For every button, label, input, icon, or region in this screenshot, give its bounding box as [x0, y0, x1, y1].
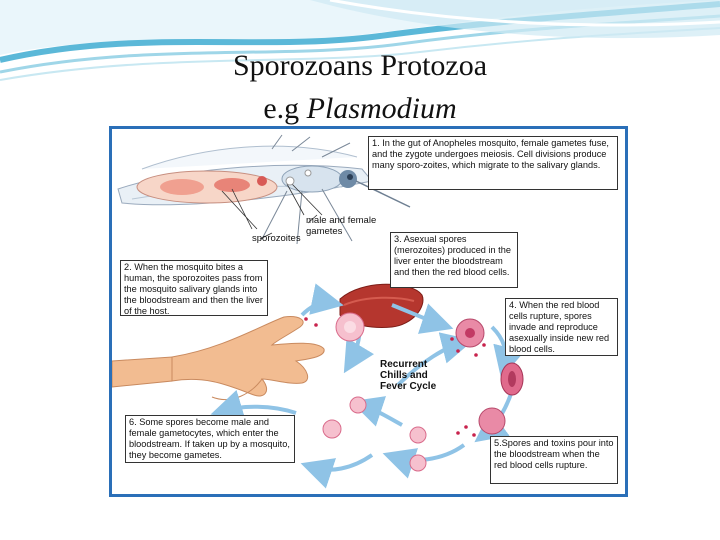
cycle-arrows: [210, 283, 525, 489]
red-blood-cells: [304, 312, 524, 472]
title-genus: Plasmodium: [306, 92, 457, 125]
step-3-note: 3. Asexual spores (merozoites) produced …: [390, 232, 518, 288]
mosquito-illustration: [117, 134, 411, 245]
plasmodium-life-cycle-diagram: 1. In the gut of Anopheles mosquito, fem…: [109, 126, 628, 497]
step-4-note: 4. When the red blood cells rupture, spo…: [505, 298, 618, 356]
cycle-label: Recurrent Chills and Fever Cycle: [380, 359, 437, 392]
human-hand-illustration: [112, 316, 325, 401]
label-pointers: [259, 214, 318, 240]
header-waves-decoration: [0, 0, 720, 90]
step-5-note: 5.Spores and toxins pour into the bloods…: [490, 436, 618, 484]
step-6-note: 6. Some spores become male and female ga…: [125, 415, 295, 463]
title-prefix: e.g: [263, 92, 307, 125]
step-1-note: 1. In the gut of Anopheles mosquito, fem…: [368, 136, 618, 190]
label-sporozoites: sporozoites: [252, 233, 301, 244]
life-cycle-artwork: [112, 134, 525, 489]
slide-title-line1: Sporozoans Protozoa: [232, 49, 488, 82]
step-2-note: 2. When the mosquito bites a human, the …: [120, 260, 268, 316]
label-male-female-gametes: male and female gametes: [306, 215, 377, 237]
slide-title-line2: e.g Plasmodium: [0, 91, 720, 127]
